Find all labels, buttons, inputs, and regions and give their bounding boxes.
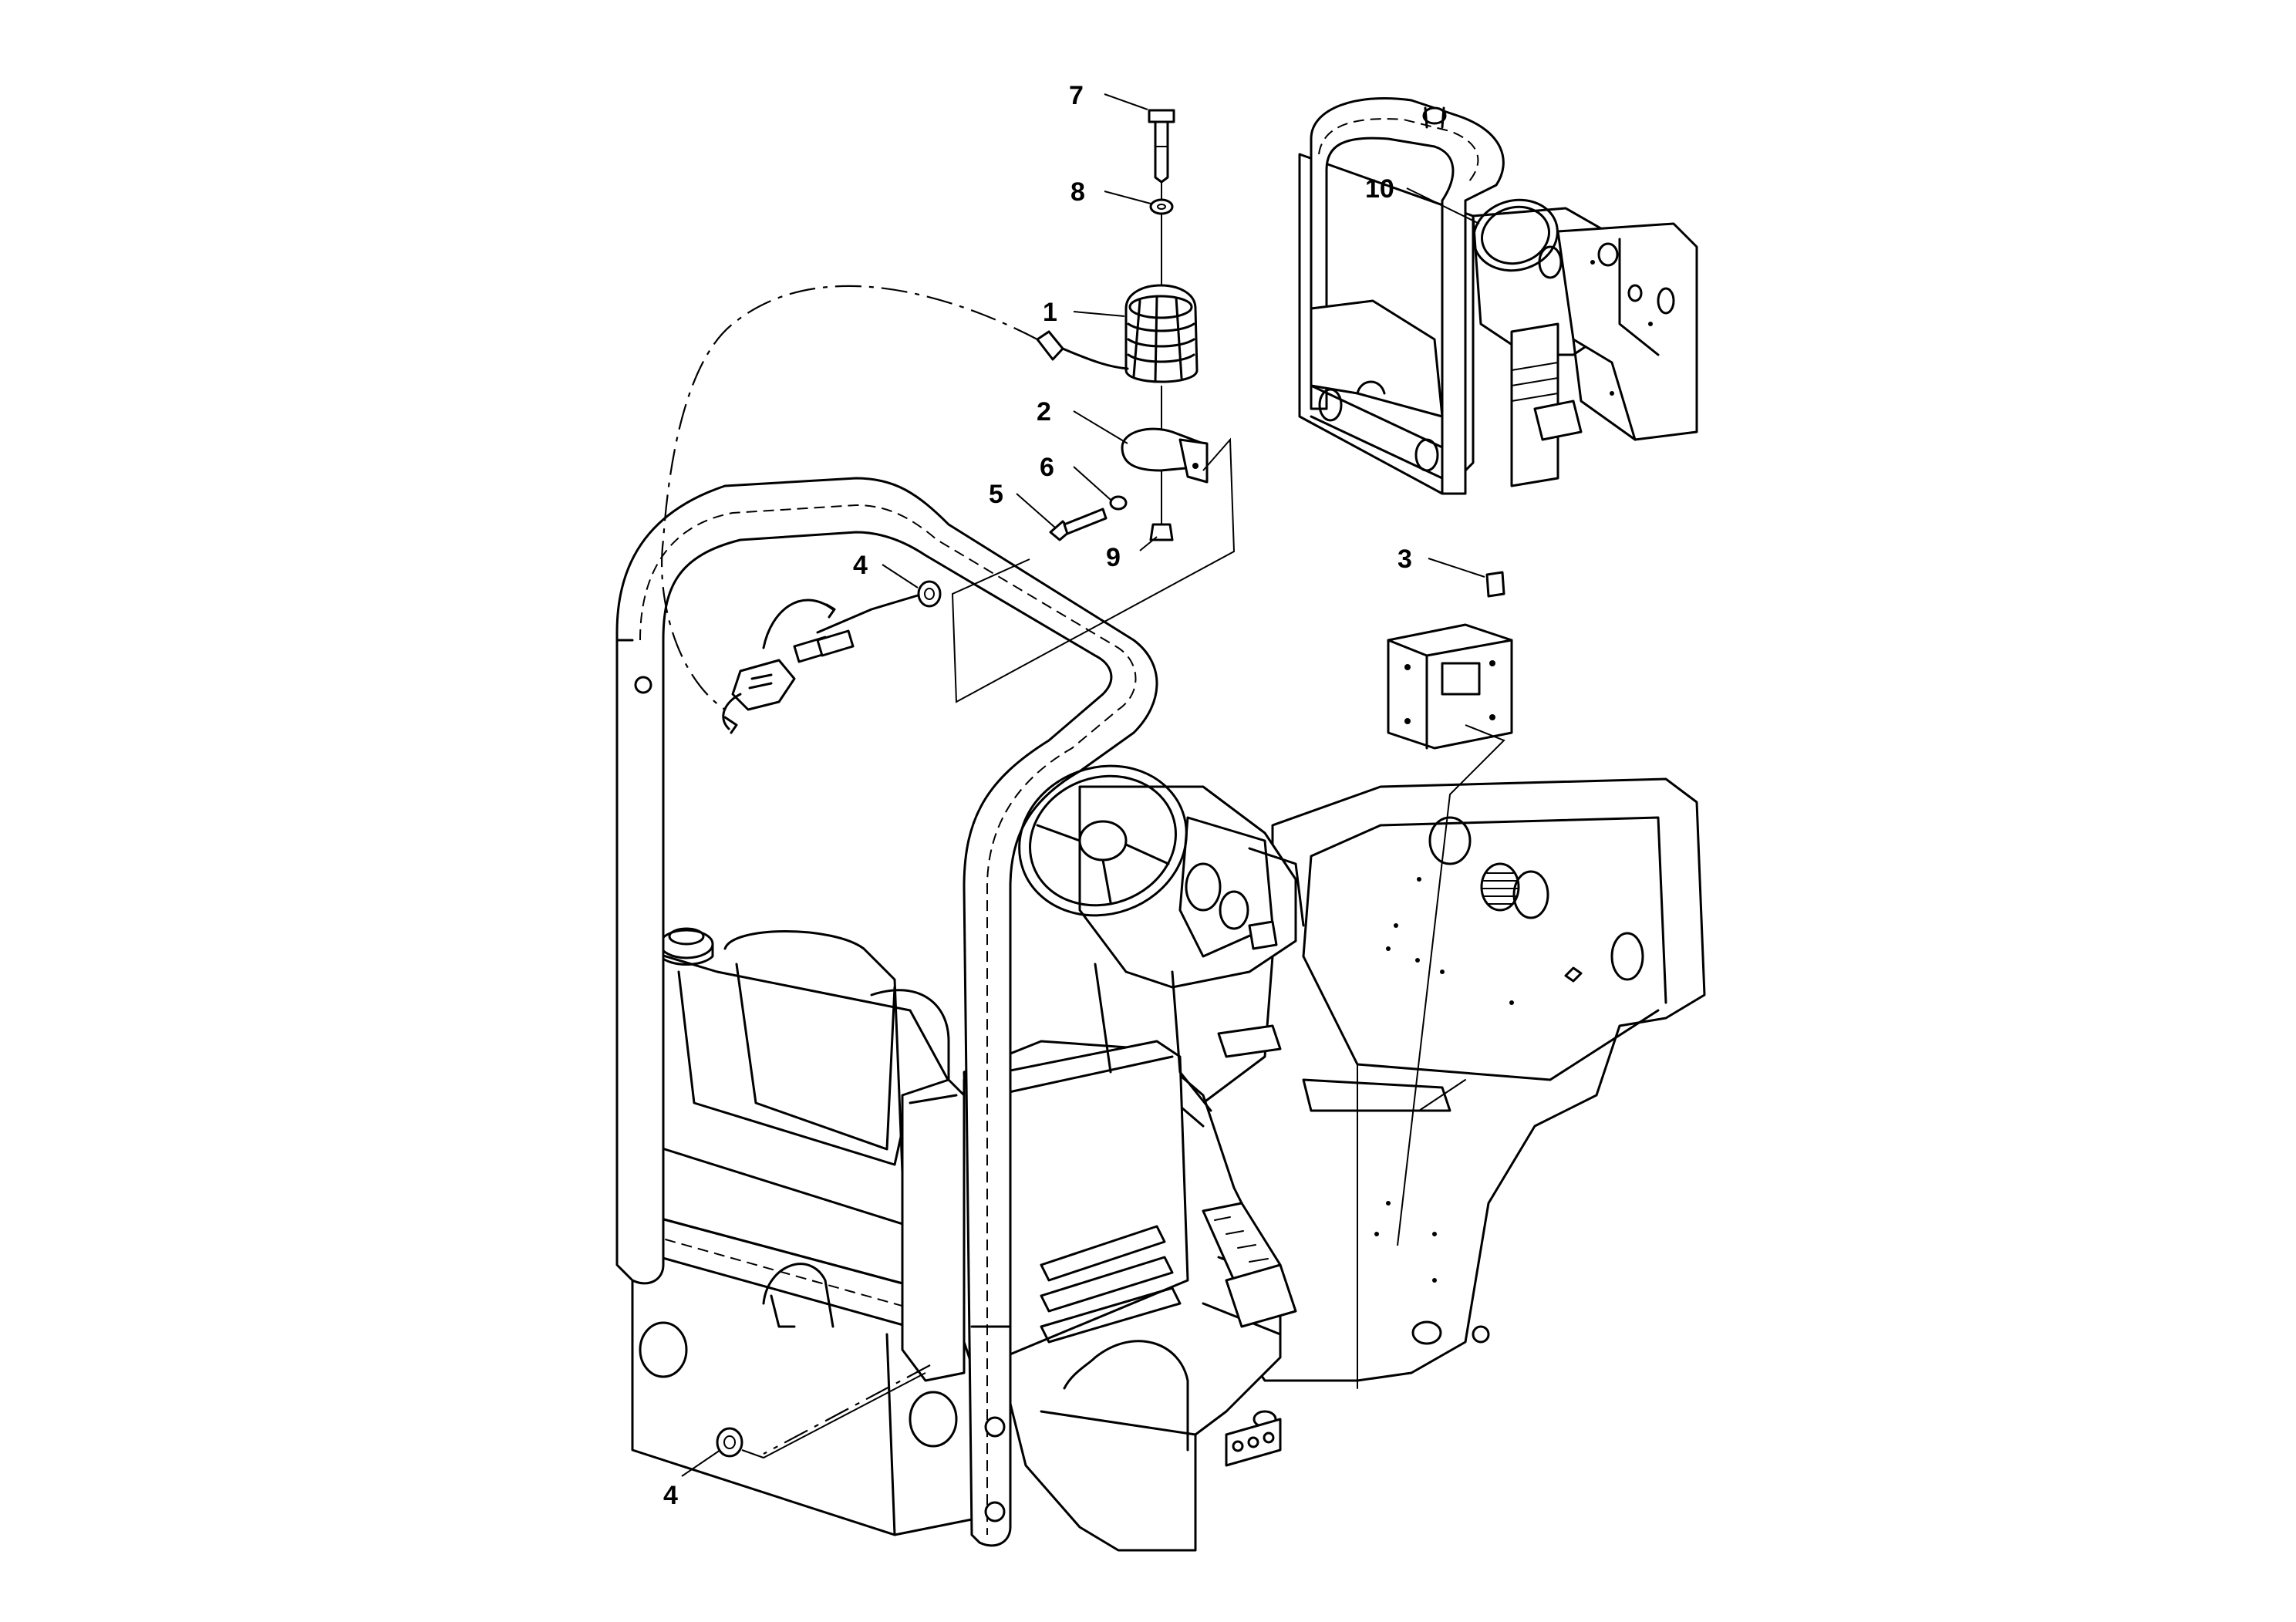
callout-labels: 7 8 1 2 6 5 9 4 10 3 4 bbox=[663, 81, 1412, 1510]
part-7-bolt bbox=[1148, 109, 1175, 184]
part-4-grommet-upper bbox=[816, 580, 942, 634]
part-3-cover-plate bbox=[1387, 571, 1513, 1246]
part-6-washer bbox=[1109, 495, 1128, 511]
part-9-nut bbox=[1149, 523, 1174, 541]
leader-7 bbox=[1104, 93, 1148, 110]
step-tread bbox=[1202, 1202, 1297, 1328]
leader-3 bbox=[1428, 558, 1485, 578]
part-1-beacon-light bbox=[1036, 284, 1199, 383]
side-panel bbox=[901, 1078, 989, 1382]
frame-vent-grille bbox=[1480, 862, 1520, 912]
projection-line-lower bbox=[763, 1364, 931, 1455]
callout-leaders bbox=[681, 93, 1485, 1477]
callout-4-lower: 4 bbox=[663, 1481, 678, 1510]
part-4-grommet-lower bbox=[716, 1372, 926, 1459]
part-2-mounting-bracket bbox=[1121, 427, 1209, 484]
callout-4-upper: 4 bbox=[853, 551, 868, 580]
connector-plug bbox=[722, 599, 855, 734]
leader-4a bbox=[882, 564, 919, 588]
projection-outline bbox=[951, 437, 1236, 703]
leader-5 bbox=[1016, 493, 1056, 528]
leader-1 bbox=[1073, 311, 1125, 317]
callout-8: 8 bbox=[1070, 177, 1085, 207]
steering-dashboard bbox=[1018, 764, 1305, 1112]
callout-10: 10 bbox=[1365, 174, 1394, 204]
leader-8 bbox=[1104, 191, 1151, 204]
leader-9 bbox=[1139, 536, 1158, 551]
leader-6 bbox=[1073, 466, 1111, 501]
part-8-washer bbox=[1149, 198, 1174, 215]
callout-6: 6 bbox=[1040, 453, 1054, 482]
leader-4b bbox=[681, 1449, 721, 1477]
main-machine-assembly bbox=[615, 477, 1706, 1552]
inset-beacon bbox=[1422, 106, 1447, 129]
part-5-screw bbox=[1049, 508, 1108, 541]
steering-wheel bbox=[1018, 764, 1188, 917]
cable-harness-dashed bbox=[661, 285, 1038, 710]
callout-3: 3 bbox=[1397, 545, 1412, 574]
callout-2: 2 bbox=[1037, 397, 1051, 427]
callout-5: 5 bbox=[989, 480, 1003, 509]
inset-assembled-view bbox=[1298, 97, 1698, 495]
leader-2 bbox=[1073, 410, 1128, 444]
roll-over-protection-bar bbox=[615, 477, 1158, 1547]
leader-10 bbox=[1406, 187, 1480, 224]
callout-1: 1 bbox=[1043, 298, 1057, 327]
callout-9: 9 bbox=[1106, 543, 1121, 572]
callout-7: 7 bbox=[1069, 81, 1084, 110]
